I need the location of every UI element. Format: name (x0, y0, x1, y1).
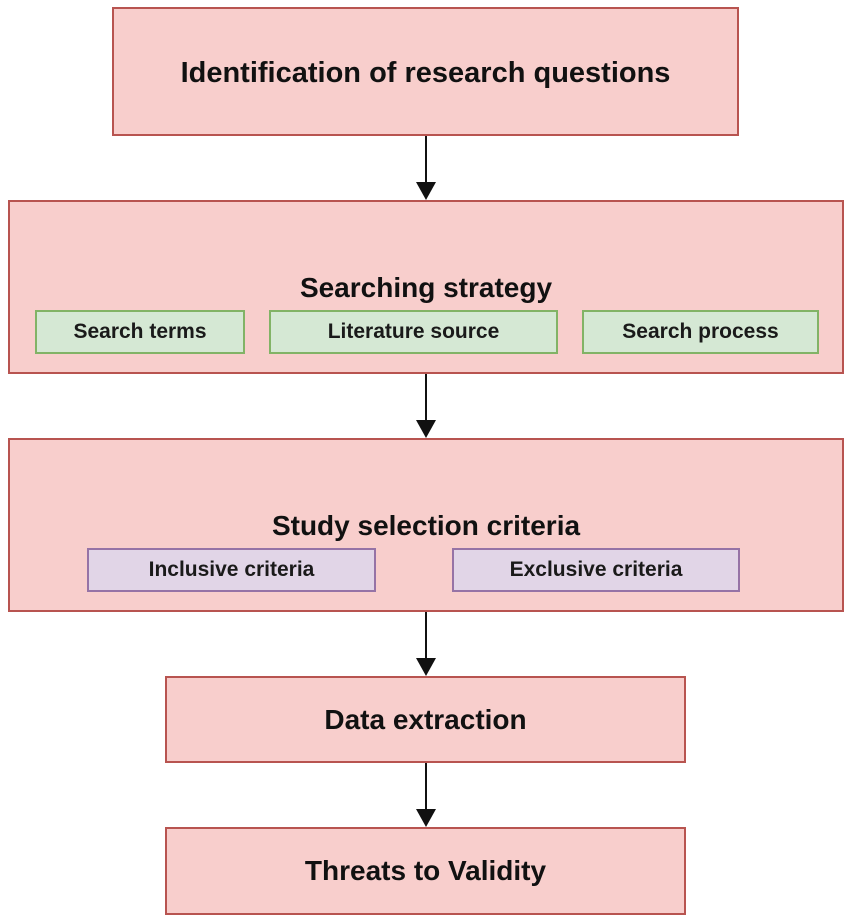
searching-strategy-title: Searching strategy (299, 272, 553, 303)
arrow-strategy-to-selection (416, 374, 436, 438)
arrow-extraction-to-threats (416, 763, 436, 827)
search-process-item: Search process (582, 310, 819, 354)
searching-strategy-box: Searching strategy Search terms Literatu… (8, 200, 844, 374)
threats-to-validity-title: Threats to Validity (304, 855, 547, 886)
inclusive-criteria-item: Inclusive criteria (87, 548, 376, 592)
data-extraction-box: Data extraction (165, 676, 686, 763)
exclusive-criteria-item: Exclusive criteria (452, 548, 740, 592)
arrow-selection-to-extraction (416, 612, 436, 676)
threats-to-validity-box: Threats to Validity (165, 827, 686, 915)
literature-source-item: Literature source (269, 310, 558, 354)
research-questions-box: Identification of research questions (112, 7, 739, 136)
data-extraction-title: Data extraction (324, 704, 527, 735)
research-questions-title: Identification of research questions (180, 57, 671, 89)
study-selection-title: Study selection criteria (271, 510, 581, 541)
arrow-questions-to-strategy (416, 136, 436, 200)
search-terms-item: Search terms (35, 310, 245, 354)
study-selection-box: Study selection criteria Inclusive crite… (8, 438, 844, 612)
